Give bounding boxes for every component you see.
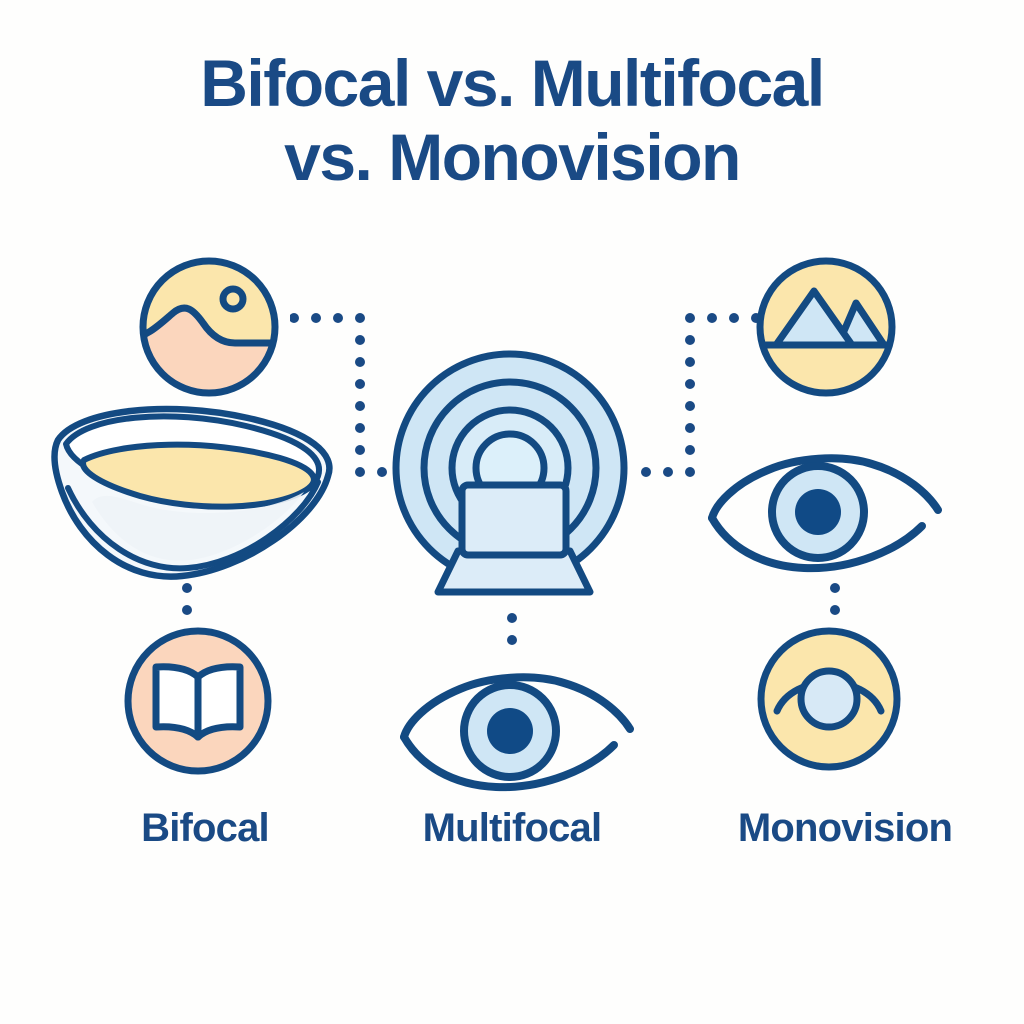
landscape-sun-icon[interactable]: [135, 253, 283, 401]
category-label-monovision: Monovision: [737, 806, 953, 850]
category-label-bifocal: Bifocal: [141, 806, 270, 850]
title-line-1: Bifocal vs. Multifocal: [200, 46, 825, 120]
connector-eye-to-mono-badge: [828, 582, 842, 628]
contact-lens-bifocal[interactable]: [48, 392, 338, 592]
laptop-icon: [434, 481, 594, 596]
connector-mountains-to-center: [640, 312, 760, 482]
page-title: Bifocal vs. Multifocal vs. Monovision: [0, 46, 1024, 194]
connector-lens-to-book: [180, 582, 194, 628]
mountains-icon[interactable]: [752, 253, 900, 401]
title-line-2: vs. Monovision: [284, 120, 741, 194]
detailed-eye-icon-monovision[interactable]: [700, 434, 950, 584]
category-label-multifocal: Multifocal: [422, 806, 602, 850]
detailed-eye-icon-multifocal[interactable]: [392, 653, 642, 803]
simple-eye-icon[interactable]: [753, 623, 905, 775]
connector-rings-to-eye: [505, 612, 519, 658]
connector-landscape-to-center: [290, 312, 410, 482]
multifocal-rings[interactable]: [392, 348, 642, 618]
open-book-icon[interactable]: [120, 623, 276, 779]
